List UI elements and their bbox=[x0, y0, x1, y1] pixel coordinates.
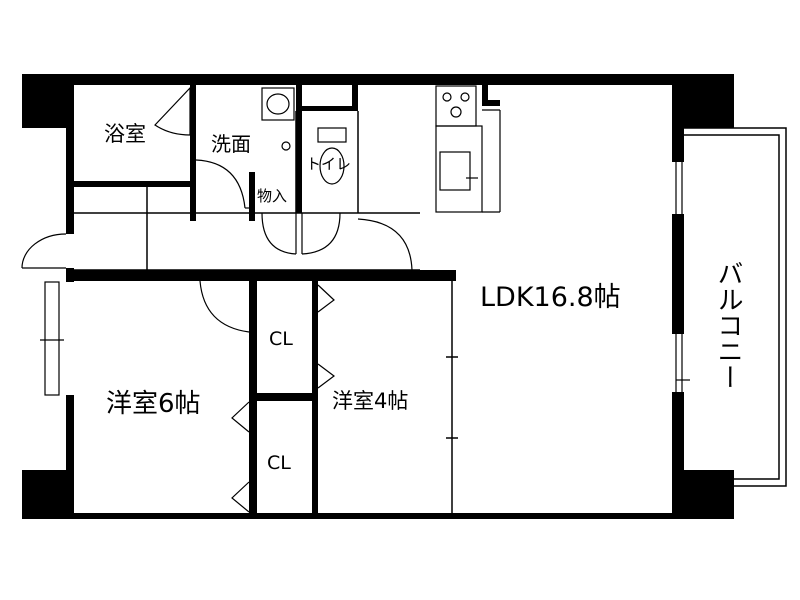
kitchen-counter bbox=[435, 109, 501, 213]
exterior-walls bbox=[22, 74, 734, 519]
fixtures bbox=[261, 85, 501, 213]
interior-walls bbox=[74, 85, 500, 517]
windows bbox=[40, 162, 690, 396]
washbasin-icon bbox=[261, 87, 295, 151]
room-label-closet-1: CL bbox=[269, 328, 293, 350]
room-labels: 浴室 洗面 トイレ 物入 LDK16.8帖 洋室6帖 洋室4帖 CL CL バル… bbox=[104, 122, 743, 474]
room-label-washroom: 洗面 bbox=[211, 132, 251, 156]
room-label-toilet: トイレ bbox=[306, 155, 351, 173]
room-label-bath: 浴室 bbox=[104, 122, 146, 146]
room-label-storage: 物入 bbox=[257, 187, 287, 205]
room-label-western-room-2: 洋室4帖 bbox=[332, 389, 408, 413]
interior-lines bbox=[74, 111, 458, 517]
room-label-western-room-1: 洋室6帖 bbox=[106, 389, 201, 419]
stove-icon bbox=[435, 85, 477, 127]
door-swings bbox=[21, 86, 413, 513]
room-label-ldk: LDK16.8帖 bbox=[480, 282, 621, 313]
sink-icon bbox=[439, 151, 478, 191]
room-label-balcony: バルコニー bbox=[713, 260, 743, 390]
room-label-closet-2: CL bbox=[267, 452, 291, 474]
toilet-icon bbox=[317, 127, 347, 185]
